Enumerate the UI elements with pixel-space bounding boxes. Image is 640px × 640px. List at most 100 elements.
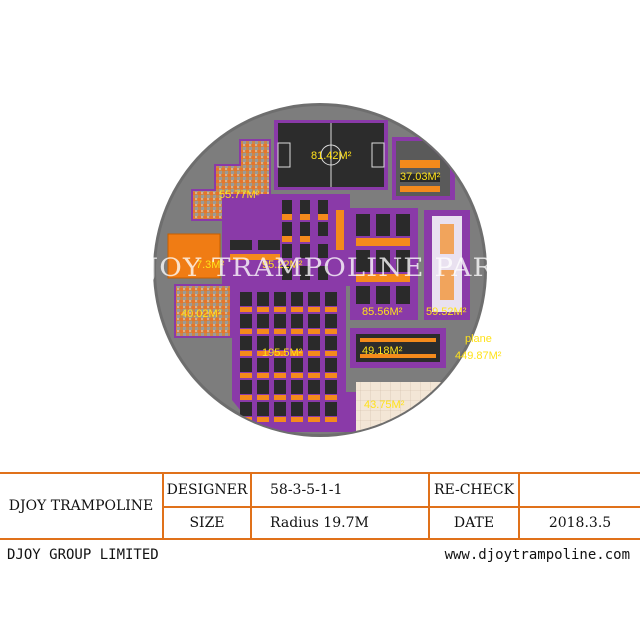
trampoline-pad	[257, 329, 269, 334]
climbing-wall-zone	[424, 210, 470, 320]
trampoline-mat	[257, 380, 269, 394]
size-label: SIZE	[189, 515, 225, 531]
trampoline-pad	[325, 395, 337, 400]
watermark-text: DJOY TRAMPOLINE PARK	[124, 253, 516, 282]
trampoline-mat	[308, 314, 320, 328]
trampoline-pad	[325, 307, 337, 312]
trampoline-pad	[291, 395, 303, 400]
trampoline-mat	[291, 292, 303, 306]
designer-label: DESIGNER	[166, 482, 248, 498]
trampoline-mat	[274, 292, 286, 306]
trampoline-pad	[308, 395, 320, 400]
plane-label: plane	[465, 333, 492, 345]
area-label-wall: 59.52M²	[426, 306, 467, 318]
trampoline-pad	[257, 417, 269, 422]
trampoline-pad	[240, 395, 252, 400]
trampoline-mat	[308, 292, 320, 306]
trampoline-mat	[257, 402, 269, 416]
trampoline-pad	[274, 329, 286, 334]
trampoline-pad	[325, 329, 337, 334]
plane-area-value: 449.87M²	[455, 350, 502, 362]
trampoline-mat	[308, 380, 320, 394]
trampoline-mat	[240, 336, 252, 350]
trampoline-mat	[291, 358, 303, 372]
trampoline-mat	[308, 336, 320, 350]
trampoline-mat	[325, 314, 337, 328]
trampoline-pad	[274, 417, 286, 422]
trampoline-mat	[325, 292, 337, 306]
trampoline-pad	[257, 307, 269, 312]
trampoline-mat	[257, 358, 269, 372]
trampoline-pad	[325, 351, 337, 356]
trampoline-mat	[274, 314, 286, 328]
trampoline-pad	[257, 373, 269, 378]
area-label-open-floor: 43.75M²	[364, 399, 405, 411]
trampoline-pad	[325, 417, 337, 422]
group-name: DJOY GROUP LIMITED	[7, 547, 159, 563]
trampoline-mat	[308, 358, 320, 372]
trampoline-pad	[240, 307, 252, 312]
area-label-orange-pit: 7.3M²	[196, 259, 224, 271]
trampoline-mid-block	[350, 208, 418, 320]
trampoline-pad	[257, 395, 269, 400]
trampoline-mat	[308, 402, 320, 416]
recheck-label: RE-CHECK	[433, 482, 515, 498]
trampoline-mat	[240, 358, 252, 372]
trampoline-pad	[257, 351, 269, 356]
recheck-value	[520, 474, 640, 506]
trampoline-pad	[274, 395, 286, 400]
trampoline-pad	[240, 351, 252, 356]
trampoline-mat	[240, 380, 252, 394]
trampoline-pad	[291, 373, 303, 378]
area-label-top-right: 37.03M²	[400, 171, 441, 183]
date-label: DATE	[453, 515, 495, 531]
area-label-trampoline-mid: 85.56M²	[362, 306, 403, 318]
trampoline-pad	[274, 307, 286, 312]
area-label-trampoline-top: 95.22M²	[262, 259, 303, 271]
football-court	[274, 120, 388, 190]
trampoline-pad	[240, 329, 252, 334]
drawing-title-block: DJOY TRAMPOLINE DESIGNER 58-3-5-1-1 RE-C…	[0, 472, 640, 540]
trampoline-mat	[325, 380, 337, 394]
area-label-foam-top: 55.77M²	[219, 189, 260, 201]
area-label-trampoline-main: 195.5M²	[262, 347, 303, 359]
area-label-foam-left: 40.02M²	[181, 308, 222, 320]
title-row-divider	[162, 506, 640, 508]
trampoline-mat	[274, 336, 286, 350]
trampoline-mat	[257, 292, 269, 306]
trampoline-pad	[274, 373, 286, 378]
trampoline-pad	[308, 351, 320, 356]
trampoline-pad	[291, 307, 303, 312]
area-label-dodgeball: 49.18M²	[362, 345, 403, 357]
trampoline-mat	[274, 358, 286, 372]
trampoline-pad	[274, 351, 286, 356]
trampoline-top-block	[222, 194, 350, 286]
trampoline-mat	[325, 336, 337, 350]
trampoline-mat	[240, 292, 252, 306]
trampoline-mat	[240, 314, 252, 328]
company-name: DJOY TRAMPOLINE	[8, 498, 154, 514]
park-floor-plan: 81.42M² 37.03M² 55.77M² 7.3M² 95.22M² 85…	[124, 103, 516, 437]
trampoline-pad	[308, 417, 320, 422]
trampoline-mat	[257, 314, 269, 328]
trampoline-main-block	[232, 284, 356, 432]
trampoline-mat	[257, 336, 269, 350]
trampoline-pad	[291, 329, 303, 334]
trampoline-mat	[325, 358, 337, 372]
trampoline-mat	[274, 380, 286, 394]
trampoline-pad	[240, 373, 252, 378]
foam-pit-left	[174, 284, 232, 338]
orange-pit	[167, 233, 221, 279]
trampoline-pad	[308, 329, 320, 334]
open-floor-zone	[356, 382, 445, 435]
trampoline-mat	[291, 336, 303, 350]
trampoline-mat	[325, 402, 337, 416]
trampoline-pad	[325, 373, 337, 378]
dodgeball-court	[350, 328, 446, 368]
trampoline-pad	[308, 307, 320, 312]
trampoline-mat	[274, 402, 286, 416]
trampoline-pad	[291, 351, 303, 356]
date-value: 2018.3.5	[548, 515, 612, 531]
trampoline-mat	[240, 402, 252, 416]
website-link[interactable]: www.djoytrampoline.com	[444, 547, 630, 563]
